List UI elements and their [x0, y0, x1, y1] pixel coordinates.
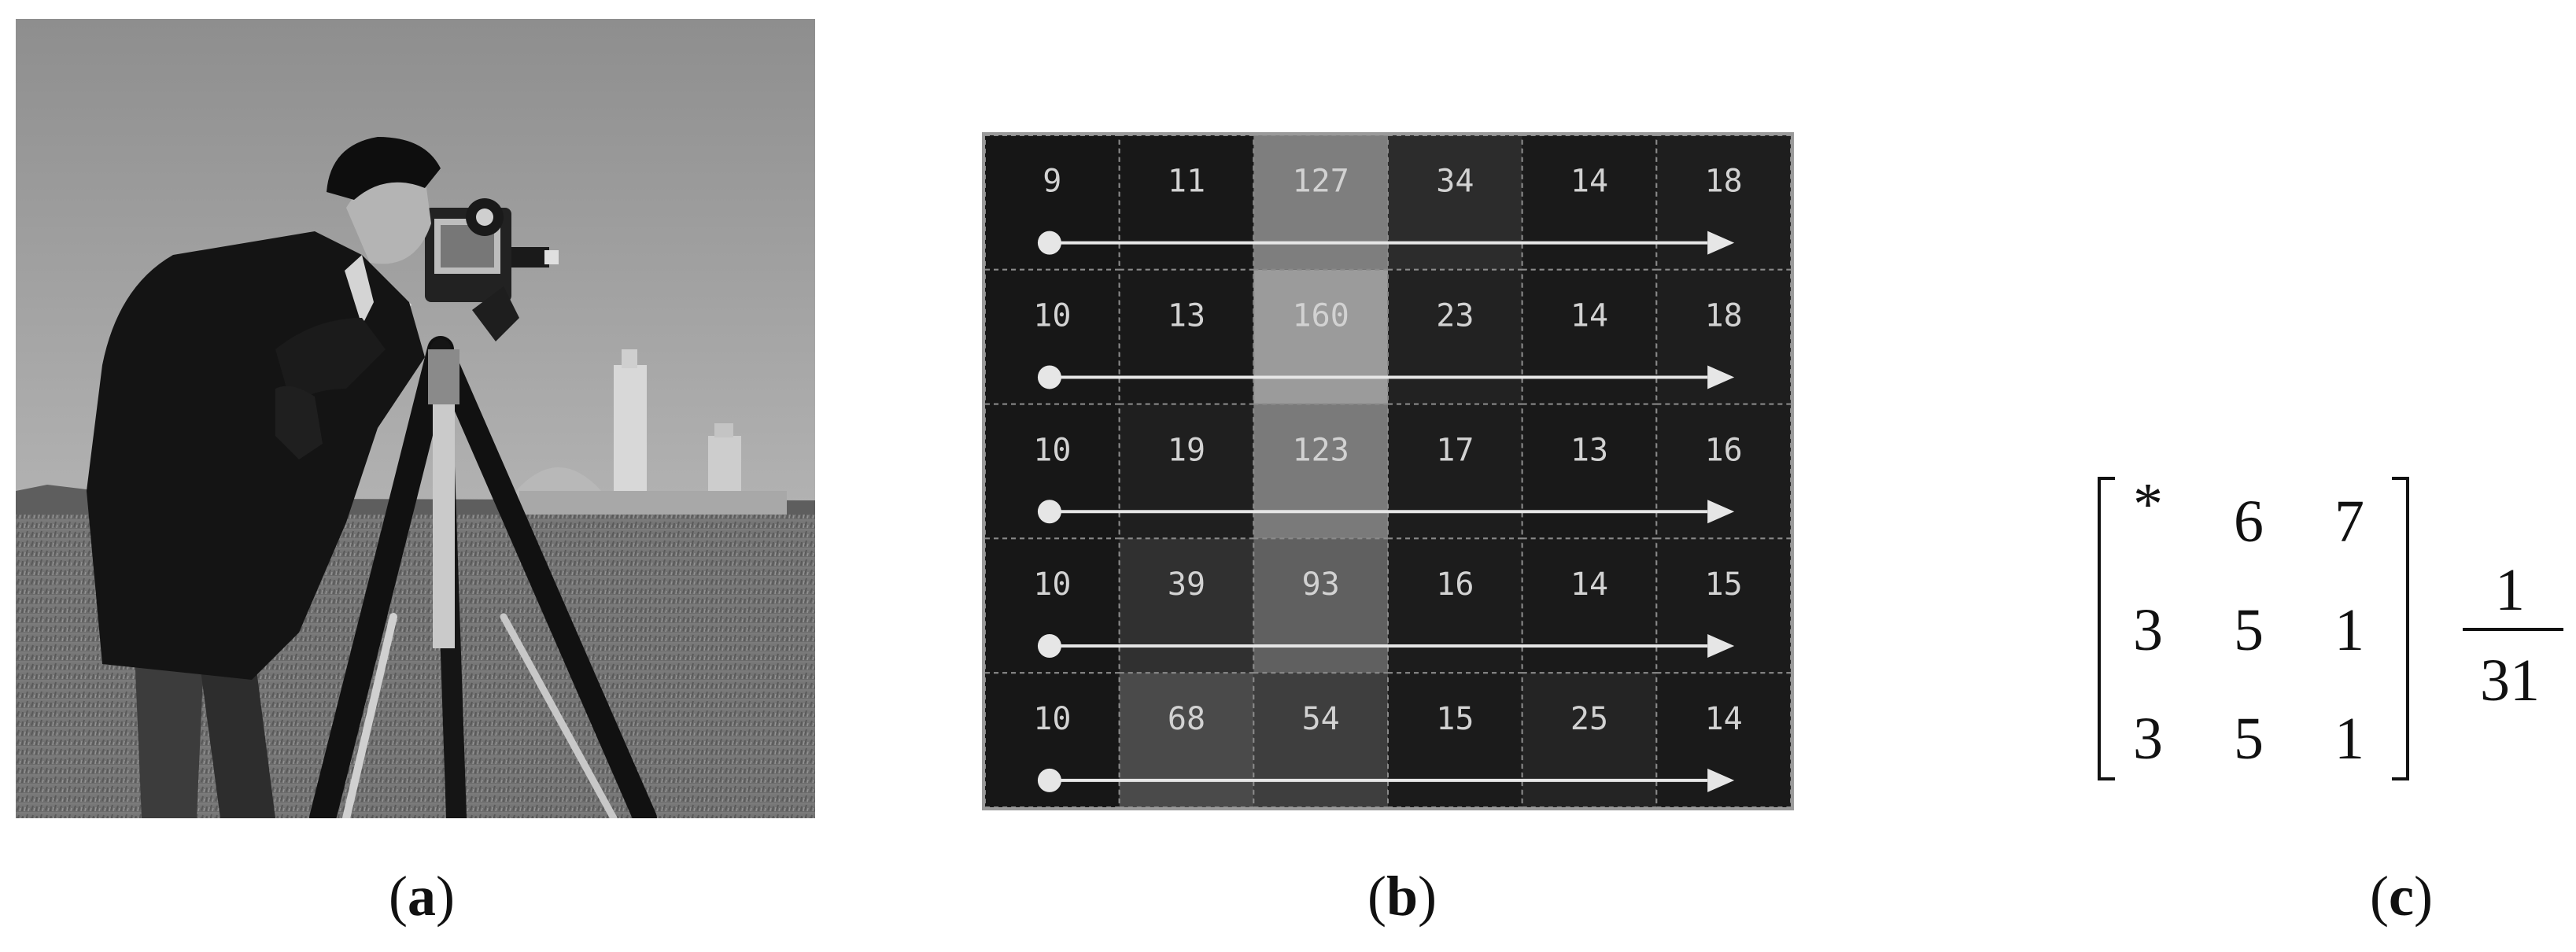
- caption-a: (a): [389, 865, 455, 928]
- scan-arrowhead: [1707, 634, 1735, 659]
- cell-value: 14: [1705, 701, 1743, 737]
- grid-cell: [1118, 268, 1255, 405]
- grid-cell: [1521, 537, 1658, 674]
- cell-value: 16: [1436, 566, 1474, 603]
- cell-value: 68: [1168, 701, 1205, 737]
- cell-value: 16: [1705, 432, 1743, 468]
- cell-value: 39: [1168, 566, 1205, 603]
- cell-value: 10: [1033, 701, 1071, 737]
- cell-value: 23: [1436, 298, 1474, 334]
- grid-cell: [1521, 672, 1658, 807]
- grid-cell: [1253, 268, 1389, 405]
- scan-arrowhead: [1707, 768, 1735, 792]
- cell-value: 18: [1705, 164, 1743, 200]
- matrix-entry: 1: [2334, 706, 2364, 772]
- cameraman: [87, 137, 519, 818]
- cell-value: 11: [1168, 164, 1205, 200]
- right-bracket: [2392, 477, 2409, 780]
- cell-value: 127: [1293, 164, 1349, 200]
- matrix-entry: 5: [2234, 706, 2264, 772]
- matrix-entry: 7: [2334, 489, 2364, 555]
- fraction-denominator: 31: [2480, 648, 2540, 714]
- cameraman-photo: [16, 19, 815, 818]
- matrix-entry: 3: [2133, 706, 2163, 772]
- cell-value: 10: [1033, 298, 1071, 334]
- grid-cell: [1655, 672, 1791, 807]
- grid-cell: [1387, 672, 1523, 807]
- movie-camera: [343, 198, 559, 360]
- grid-cell: [1253, 403, 1389, 540]
- grid-cell: [1118, 403, 1255, 540]
- grid-cell: [1655, 403, 1791, 540]
- grid-cell: [1655, 135, 1791, 271]
- matrix-entry: 1: [2334, 597, 2364, 663]
- left-bracket: [2098, 477, 2115, 780]
- fraction-numerator: 1: [2495, 557, 2525, 623]
- grid-cell: [1118, 135, 1255, 271]
- grid-cell: [1387, 403, 1523, 540]
- cell-value: 54: [1302, 701, 1340, 737]
- pixel-grid: 9 11 127 34 14 18 10 13 160 23 14 18 10 19 123 17 13 16 10…: [985, 135, 1791, 807]
- cell-value: 13: [1570, 432, 1608, 468]
- kernel-matrix: 1 31 * 6 7 3 5 1 3 5 1: [2098, 471, 2563, 780]
- cell-value: 15: [1436, 701, 1474, 737]
- matrix-entry: 3: [2133, 597, 2163, 663]
- cell-value: 15: [1705, 566, 1743, 603]
- grid-cell: [1521, 135, 1658, 271]
- cell-value: 14: [1570, 566, 1608, 603]
- grid-cell: [1387, 268, 1523, 405]
- grid-cell: [1118, 672, 1255, 807]
- cell-value: 10: [1033, 432, 1071, 468]
- cell-value: 123: [1293, 432, 1349, 468]
- grid-cell: [1521, 268, 1658, 405]
- grid-cell: [1521, 403, 1658, 540]
- grid-cell: [1253, 672, 1389, 807]
- scan-arrowhead: [1707, 500, 1735, 524]
- caption-c: (c): [2370, 865, 2433, 928]
- grid-cell: [1387, 537, 1523, 674]
- pixel-grid-panel: 9 11 127 34 14 18 10 13 160 23 14 18 10 19 123 17 13 16 10…: [982, 132, 1794, 810]
- cell-value: 13: [1168, 298, 1205, 334]
- grid-cell: [1118, 537, 1255, 674]
- cell-value: 34: [1436, 164, 1474, 200]
- cell-value: 10: [1033, 566, 1071, 603]
- cell-value: 18: [1705, 298, 1743, 334]
- matrix-entry: 6: [2234, 489, 2264, 555]
- scan-arrowhead: [1707, 231, 1735, 255]
- cell-value: 160: [1293, 298, 1349, 334]
- cell-value: 19: [1168, 432, 1205, 468]
- grid-cell: [1387, 135, 1523, 271]
- cell-value: 25: [1570, 701, 1608, 737]
- anchor-star: *: [2133, 471, 2163, 537]
- cell-value: 93: [1302, 566, 1340, 603]
- tripod: [309, 336, 657, 818]
- scan-arrowhead: [1707, 365, 1735, 389]
- grid-cell: [1655, 537, 1791, 674]
- grid-cell: [1655, 268, 1791, 405]
- cell-value: 9: [1043, 164, 1061, 200]
- grid-cell: [1253, 537, 1389, 674]
- cell-value: 17: [1436, 432, 1474, 468]
- matrix-entry: 5: [2234, 597, 2264, 663]
- tall-building: [614, 365, 647, 507]
- cell-value: 14: [1570, 164, 1608, 200]
- grid-cell: [1253, 135, 1389, 271]
- caption-b: (b): [1367, 865, 1437, 928]
- cell-value: 14: [1570, 298, 1608, 334]
